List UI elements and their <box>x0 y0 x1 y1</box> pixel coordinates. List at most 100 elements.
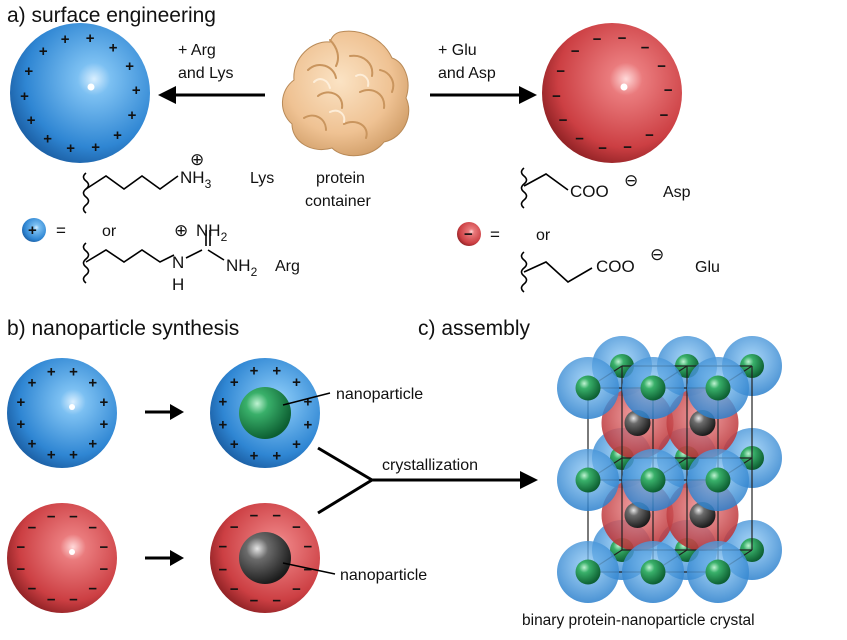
surface-charge-sign: − <box>556 63 565 80</box>
arg-nh2-right: NH2 <box>226 256 258 279</box>
arrow-to-negative <box>430 86 537 104</box>
positive-legend-equals: = <box>56 221 66 240</box>
lattice-nanoparticle-front <box>575 559 601 585</box>
surface-charge-sign: + <box>109 40 118 57</box>
glu-carboxylate: COO <box>596 257 635 276</box>
positive-protein-sphere: ++++++++++++++ <box>10 23 150 163</box>
arrow-right-label-line2: and Asp <box>438 65 496 82</box>
negative-protein-empty: −−−−−−−−−−−− <box>7 503 117 613</box>
surface-charge-sign: − <box>250 593 259 610</box>
surface-charge-sign: − <box>17 539 26 556</box>
surface-charge-sign: − <box>623 139 632 156</box>
surface-charge-sign: − <box>47 592 56 609</box>
surface-charge-sign: + <box>86 30 95 47</box>
surface-charge-sign: + <box>69 364 78 381</box>
crystallization-label: crystallization <box>382 457 478 474</box>
surface-charges-minus: −−−−−−−−−−−−−− <box>552 30 673 157</box>
surface-charge-sign: + <box>69 447 78 464</box>
surface-charge-sign: − <box>219 561 228 578</box>
arrow-left-label-line2: and Lys <box>178 65 233 82</box>
surface-charge-sign: + <box>272 363 281 380</box>
arrow-to-positive <box>158 86 265 104</box>
surface-charge-sign: − <box>17 561 26 578</box>
lys-amine: NH3 <box>180 168 212 191</box>
surface-charge-sign: + <box>230 374 239 391</box>
surface-charge-sign: + <box>272 448 281 465</box>
surface-charge-sign: − <box>230 581 239 598</box>
surface-charge-sign: + <box>100 416 109 433</box>
surface-charges-plus: ++++++++++++ <box>17 364 109 464</box>
surface-charge-sign: − <box>575 131 584 148</box>
arg-nh2-top: NH2 <box>196 221 228 244</box>
surface-charge-sign: + <box>230 436 239 453</box>
surface-charge-sign: + <box>28 435 37 452</box>
surface-charge-sign: − <box>272 593 281 610</box>
lys-label: Lys <box>250 170 274 187</box>
asp-minus-circled: ⊖ <box>624 171 638 190</box>
surface-charge-sign: + <box>20 88 29 105</box>
positive-protein-empty: ++++++++++++ <box>7 358 117 468</box>
negative-protein-sphere: −−−−−−−−−−−−−− <box>542 23 682 163</box>
lattice-nanoparticle-front <box>640 559 666 585</box>
surface-charge-sign: − <box>250 508 259 525</box>
surface-charge-sign: − <box>219 539 228 556</box>
surface-charge-sign: − <box>88 520 97 537</box>
protein-container-blob <box>282 30 410 157</box>
arg-plus-circled: ⊕ <box>174 221 188 240</box>
surface-charges-plus: ++++++++++++++ <box>20 30 141 157</box>
surface-charge-sign: − <box>571 43 580 60</box>
negative-legend-dot <box>457 222 481 246</box>
lattice-nanoparticle-front <box>705 559 731 585</box>
surface-charge-sign: + <box>28 375 37 392</box>
surface-charge-sign: − <box>657 58 666 75</box>
surface-charge-sign: + <box>91 139 100 156</box>
negative-legend-or: or <box>536 227 551 244</box>
surface-charge-sign: + <box>219 394 228 411</box>
surface-charge-sign: + <box>292 374 301 391</box>
surface-charge-sign: + <box>100 394 109 411</box>
surface-charge-sign: + <box>17 394 26 411</box>
lattice-nanoparticle-front <box>705 467 731 493</box>
nanoparticle-label-bottom: nanoparticle <box>340 567 427 584</box>
asp-structure <box>520 167 569 209</box>
asp-carboxylate: COO <box>570 182 609 201</box>
surface-charge-sign: + <box>250 448 259 465</box>
arrow-left-label-line1: + Arg <box>178 42 216 59</box>
arg-structure <box>82 230 225 284</box>
protein-label-line1: protein <box>316 170 365 187</box>
surface-charges-minus: −−−−−−−−−−−− <box>17 509 109 609</box>
binary-crystal-lattice <box>557 336 782 603</box>
surface-charge-sign: + <box>125 58 134 75</box>
surface-charge-sign: − <box>304 561 313 578</box>
surface-charge-sign: + <box>88 435 97 452</box>
lattice-nanoparticle-front <box>705 375 731 401</box>
arrow-synthesis-top <box>145 404 184 420</box>
crystallization-arrow <box>317 446 525 515</box>
surface-charge-sign: − <box>272 508 281 525</box>
surface-charge-sign: + <box>43 131 52 148</box>
surface-charge-sign: − <box>28 520 37 537</box>
protein-label-line2: container <box>305 193 371 210</box>
nanoparticle-leader-top <box>282 392 331 406</box>
section-a-title: a) surface engineering <box>7 4 216 27</box>
surface-charge-sign: − <box>645 127 654 144</box>
lattice-nanoparticle-front <box>640 375 666 401</box>
asp-label: Asp <box>663 184 691 201</box>
lattice-nanoparticle-front <box>575 467 601 493</box>
surface-charge-sign: + <box>219 416 228 433</box>
surface-charge-sign: + <box>66 140 75 157</box>
surface-charge-sign: − <box>28 580 37 597</box>
crystallization-arrowhead <box>520 471 538 489</box>
surface-charge-sign: − <box>292 519 301 536</box>
lattice-nanoparticle-front <box>575 375 601 401</box>
arg-n: N <box>172 253 184 272</box>
section-c-title: c) assembly <box>418 317 531 340</box>
surface-charge-sign: − <box>100 561 109 578</box>
surface-charge-sign: + <box>39 43 48 60</box>
lattice-nanoparticle-front <box>640 467 666 493</box>
surface-charge-sign: − <box>660 107 669 124</box>
surface-charge-sign: + <box>304 394 313 411</box>
surface-charge-sign: − <box>593 31 602 48</box>
nanoparticle-leader-bottom <box>282 562 336 575</box>
arrow-right-label-line1: + Glu <box>438 42 477 59</box>
